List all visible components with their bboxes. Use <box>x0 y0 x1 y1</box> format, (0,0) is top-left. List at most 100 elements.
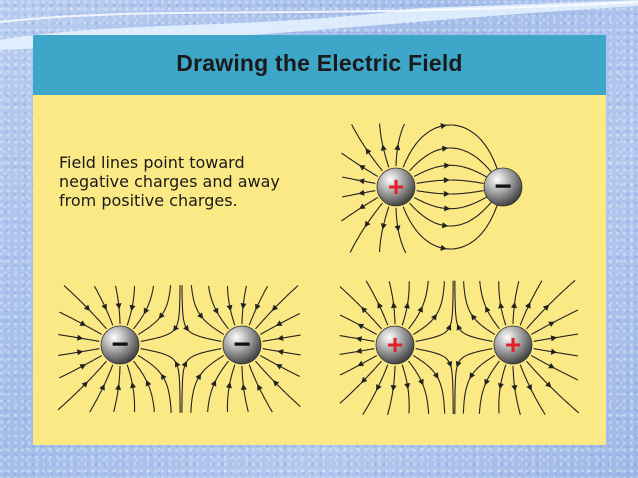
field-arrow <box>380 223 387 230</box>
field-arrow <box>440 244 447 251</box>
field-arrow <box>81 381 89 388</box>
field-line <box>190 285 225 335</box>
field-line <box>378 206 390 253</box>
slide: Drawing the Electric Field Field lines p… <box>33 35 606 445</box>
field-arrow <box>511 301 517 309</box>
field-arrow <box>526 384 532 391</box>
caption-line-3: from positive charges. <box>59 191 238 210</box>
field-arrow <box>548 321 555 328</box>
field-arrow <box>357 360 365 367</box>
field-arrow <box>210 379 217 387</box>
charge-sphere <box>375 325 415 365</box>
field-arrow <box>240 383 247 391</box>
field-line <box>395 123 405 167</box>
charge-sign: − <box>111 328 129 361</box>
field-arrow <box>145 379 152 387</box>
field-line <box>395 207 407 254</box>
field-arrow <box>431 313 437 321</box>
field-line <box>255 285 299 330</box>
field-arrow <box>456 324 463 331</box>
field-arrow <box>498 302 505 309</box>
field-line <box>140 285 181 342</box>
field-arrow <box>545 381 552 388</box>
field-arrow <box>443 190 450 197</box>
field-arrow <box>160 373 167 381</box>
charge-sign: + <box>388 171 404 202</box>
field-line <box>388 281 396 324</box>
field-line <box>339 286 382 330</box>
field-arrow <box>272 380 280 387</box>
field-line <box>409 201 492 227</box>
field-line <box>57 360 107 411</box>
charge-sphere <box>493 325 533 365</box>
field-arrow <box>358 164 366 171</box>
field-arrow <box>212 307 219 315</box>
field-line <box>415 280 454 342</box>
field-arrow <box>275 320 283 326</box>
field-arrow <box>380 144 387 151</box>
caption: Field lines point toward negative charge… <box>59 153 349 210</box>
field-arrow <box>158 312 165 319</box>
field-line <box>255 360 301 408</box>
field-line <box>526 279 576 330</box>
slide-title: Drawing the Electric Field <box>176 50 463 76</box>
field-line <box>207 285 229 330</box>
field-line <box>341 152 379 177</box>
field-arrow <box>404 382 411 390</box>
field-arrow <box>358 203 366 210</box>
field-arrow <box>357 323 365 330</box>
field-line <box>387 366 396 416</box>
field-arrow <box>277 334 284 341</box>
field-line <box>181 348 222 413</box>
field-line <box>512 281 520 324</box>
field-arrow <box>225 381 232 389</box>
field-line <box>140 348 181 413</box>
diagram-two-positive: ++ <box>339 279 580 416</box>
field-line <box>519 364 546 415</box>
field-arrow <box>361 376 368 384</box>
field-arrow <box>271 304 279 312</box>
field-arrow <box>445 324 452 331</box>
field-arrow <box>446 360 453 368</box>
field-arrow <box>440 123 447 130</box>
field-arrow <box>358 178 365 185</box>
field-arrow <box>484 378 490 386</box>
field-arrow <box>365 147 372 155</box>
positive-charge: + <box>493 325 533 365</box>
field-line <box>408 360 430 414</box>
field-arrow <box>441 222 449 229</box>
field-arrow <box>390 384 397 392</box>
negative-charge: − <box>100 325 140 365</box>
field-line <box>226 364 236 412</box>
field-line <box>341 197 379 222</box>
field-arrow <box>455 360 462 368</box>
caption-line-1: Field lines point toward <box>59 153 245 172</box>
field-line <box>519 280 543 326</box>
field-arrow <box>525 302 531 309</box>
charge-sphere <box>100 325 140 365</box>
charge-sphere <box>222 325 262 365</box>
field-line <box>133 285 155 330</box>
field-arrow <box>175 360 181 368</box>
charge-sphere <box>483 167 523 207</box>
field-arrow <box>550 348 558 355</box>
field-arrow <box>443 177 450 184</box>
field-line <box>413 164 487 178</box>
field-arrow <box>364 220 371 228</box>
field-arrow <box>197 312 204 319</box>
field-arrow <box>548 362 555 369</box>
field-line <box>478 360 500 414</box>
field-line <box>454 280 493 342</box>
field-line <box>63 285 107 330</box>
field-line <box>454 348 493 415</box>
field-arrow <box>172 324 179 332</box>
field-arrow <box>181 360 187 368</box>
field-arrow <box>417 306 423 313</box>
field-line <box>408 280 429 330</box>
field-arrow <box>130 381 137 389</box>
charge-sign: − <box>233 328 251 361</box>
field-arrow <box>355 347 362 354</box>
field-line <box>365 280 389 326</box>
field-line <box>349 202 383 253</box>
field-arrow <box>183 324 190 332</box>
